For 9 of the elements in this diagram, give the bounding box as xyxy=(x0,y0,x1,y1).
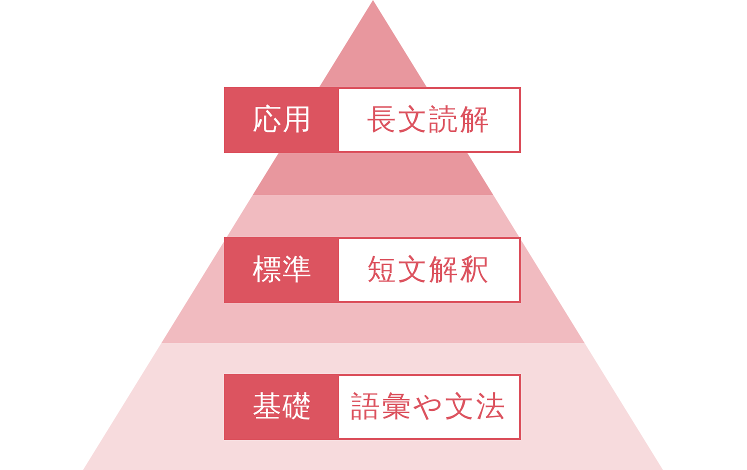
skill-text: 長文読解 xyxy=(367,101,491,138)
level-box xyxy=(224,87,521,153)
level-tag: 応用 xyxy=(226,89,339,151)
level-tag: 基礎 xyxy=(226,376,339,438)
level-box xyxy=(224,237,521,303)
skill-text: 短文解釈 xyxy=(367,251,491,288)
level-tag: 標準 xyxy=(226,239,339,301)
level-box xyxy=(224,374,521,440)
skill-text: 語彙や文法 xyxy=(351,388,507,425)
